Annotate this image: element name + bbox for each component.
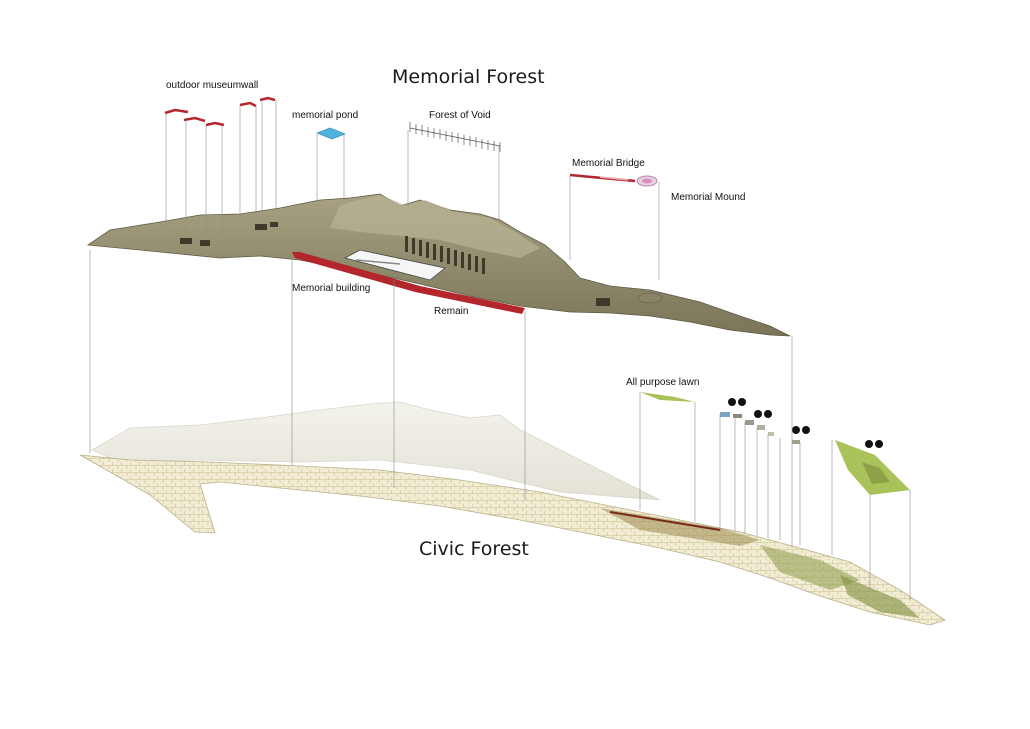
civic-ghost-terrain <box>91 401 661 501</box>
mountain-ridge <box>330 195 540 258</box>
memorial-mound-base <box>637 292 663 304</box>
all-purpose-lawn-panel <box>640 392 695 402</box>
memorial-bridge-label: Memorial Bridge <box>572 158 645 169</box>
civic-path <box>609 511 721 531</box>
civic-vegetation-patch <box>840 575 920 618</box>
forest-of-void-panel <box>409 122 501 152</box>
remain-label: Remain <box>434 306 469 317</box>
leader-lines <box>89 100 911 600</box>
memorial-mound-icon-core <box>642 178 652 184</box>
lawn-panel-right-texture <box>862 462 890 484</box>
memorial-pond-panel <box>316 127 346 140</box>
civic-program-elements <box>640 392 910 495</box>
civic-vegetation-patch <box>760 545 860 590</box>
museumwall-segments <box>164 96 276 127</box>
outdoor-museumwall-label: outdoor museumwall <box>166 80 259 91</box>
memorial-building-slot <box>355 259 401 265</box>
memorial-mound-label: Memorial Mound <box>671 192 746 203</box>
memorial-program-elements <box>164 96 658 187</box>
all-purpose-lawn-label: All purpose lawn <box>626 377 700 388</box>
forest-of-void-trees <box>405 236 485 274</box>
memorial-forest-title: Memorial Forest <box>392 66 545 88</box>
civic-forest-layer <box>79 401 946 626</box>
memorial-bridge-bar-light <box>599 176 629 181</box>
memorial-building-roof <box>343 249 446 281</box>
civic-ground-plane <box>79 454 946 626</box>
small-structures <box>720 412 800 444</box>
memorial-pond-label: memorial pond <box>292 110 359 121</box>
remain-wall <box>292 252 525 314</box>
civic-forest-title: Civic Forest <box>419 538 529 560</box>
terrain-structures <box>180 222 610 306</box>
memorial-building-label: Memorial building <box>292 283 371 294</box>
forest-of-void-label: Forest of Void <box>429 110 491 121</box>
memorial-forest-layer <box>86 193 791 337</box>
dot-icon-pair <box>728 398 883 448</box>
